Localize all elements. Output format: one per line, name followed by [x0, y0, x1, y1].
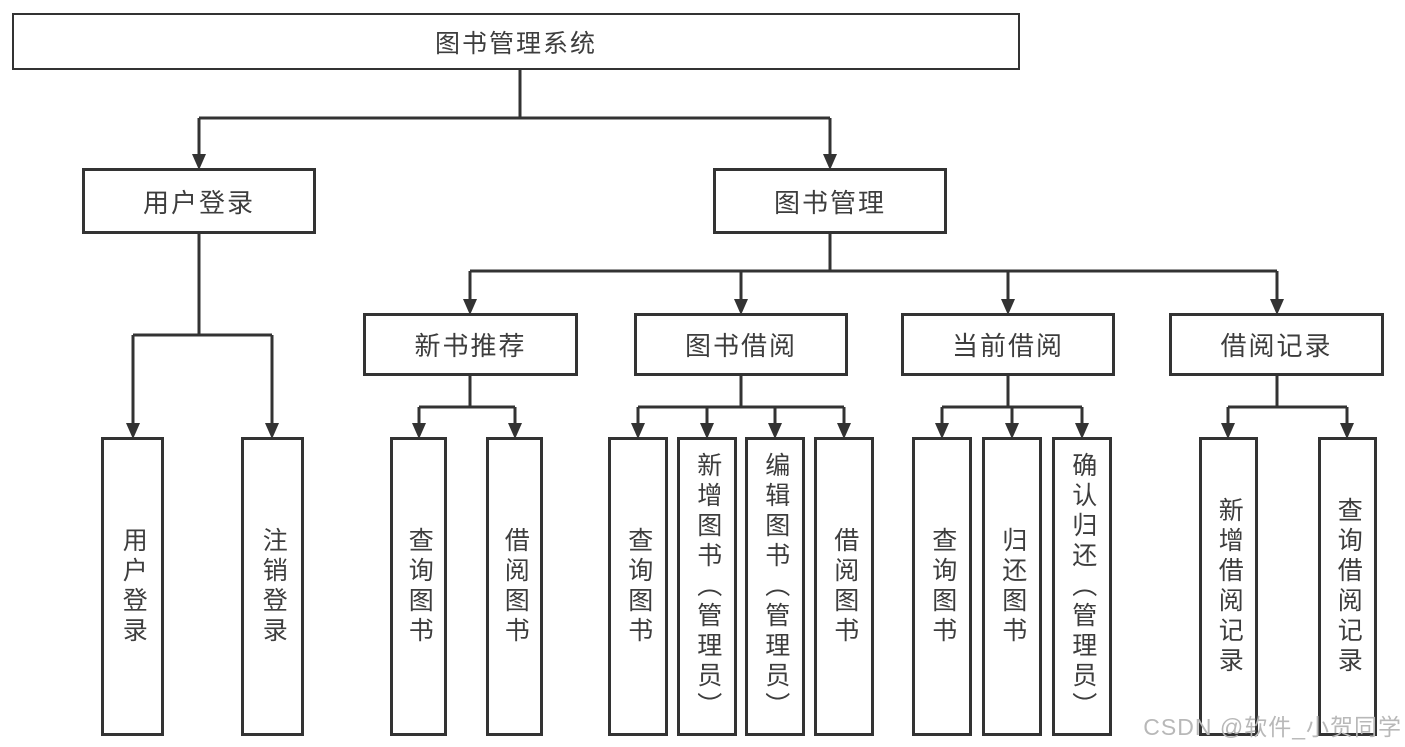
leaf-return-book: 归还图书: [982, 437, 1042, 736]
leaf-label: 查询图书: [405, 526, 434, 647]
node-user-login: 用户登录: [82, 168, 316, 234]
leaf-label: 新增图书（管理员）: [693, 451, 722, 722]
leaf-query-books-1: 查询图书: [390, 437, 447, 736]
leaf-add-borrow-record: 新增借阅记录: [1199, 437, 1258, 736]
leaf-label: 确认归还（管理员）: [1068, 451, 1097, 722]
leaf-label: 新增借阅记录: [1215, 496, 1244, 677]
leaf-borrow-books-1: 借阅图书: [486, 437, 543, 736]
node-book-management: 图书管理: [713, 168, 947, 234]
node-book-borrow: 图书借阅: [634, 313, 848, 376]
leaf-query-books-2: 查询图书: [608, 437, 668, 736]
leaf-label: 注销登录: [259, 526, 288, 647]
node-current-borrow: 当前借阅: [901, 313, 1115, 376]
leaf-query-borrow-record: 查询借阅记录: [1318, 437, 1377, 736]
leaf-edit-book-admin: 编辑图书（管理员）: [745, 437, 805, 736]
leaf-label: 归还图书: [998, 526, 1027, 647]
leaf-borrow-books-2: 借阅图书: [814, 437, 874, 736]
leaf-label: 借阅图书: [830, 526, 859, 647]
leaf-label: 查询图书: [624, 526, 653, 647]
leaf-label: 用户登录: [119, 526, 148, 647]
node-borrow-records: 借阅记录: [1169, 313, 1384, 376]
leaf-confirm-return-admin: 确认归还（管理员）: [1052, 437, 1112, 736]
leaf-user-login: 用户登录: [101, 437, 164, 736]
leaf-label: 编辑图书（管理员）: [761, 451, 790, 722]
node-root: 图书管理系统: [12, 13, 1020, 70]
leaf-label: 查询图书: [928, 526, 957, 647]
leaf-logout: 注销登录: [241, 437, 304, 736]
leaf-add-book-admin: 新增图书（管理员）: [677, 437, 737, 736]
leaf-label: 借阅图书: [501, 526, 530, 647]
leaf-query-books-3: 查询图书: [912, 437, 972, 736]
leaf-label: 查询借阅记录: [1334, 496, 1363, 677]
node-new-book-recommend: 新书推荐: [363, 313, 578, 376]
csdn-watermark: CSDN @软件_小贺同学: [1143, 714, 1402, 740]
